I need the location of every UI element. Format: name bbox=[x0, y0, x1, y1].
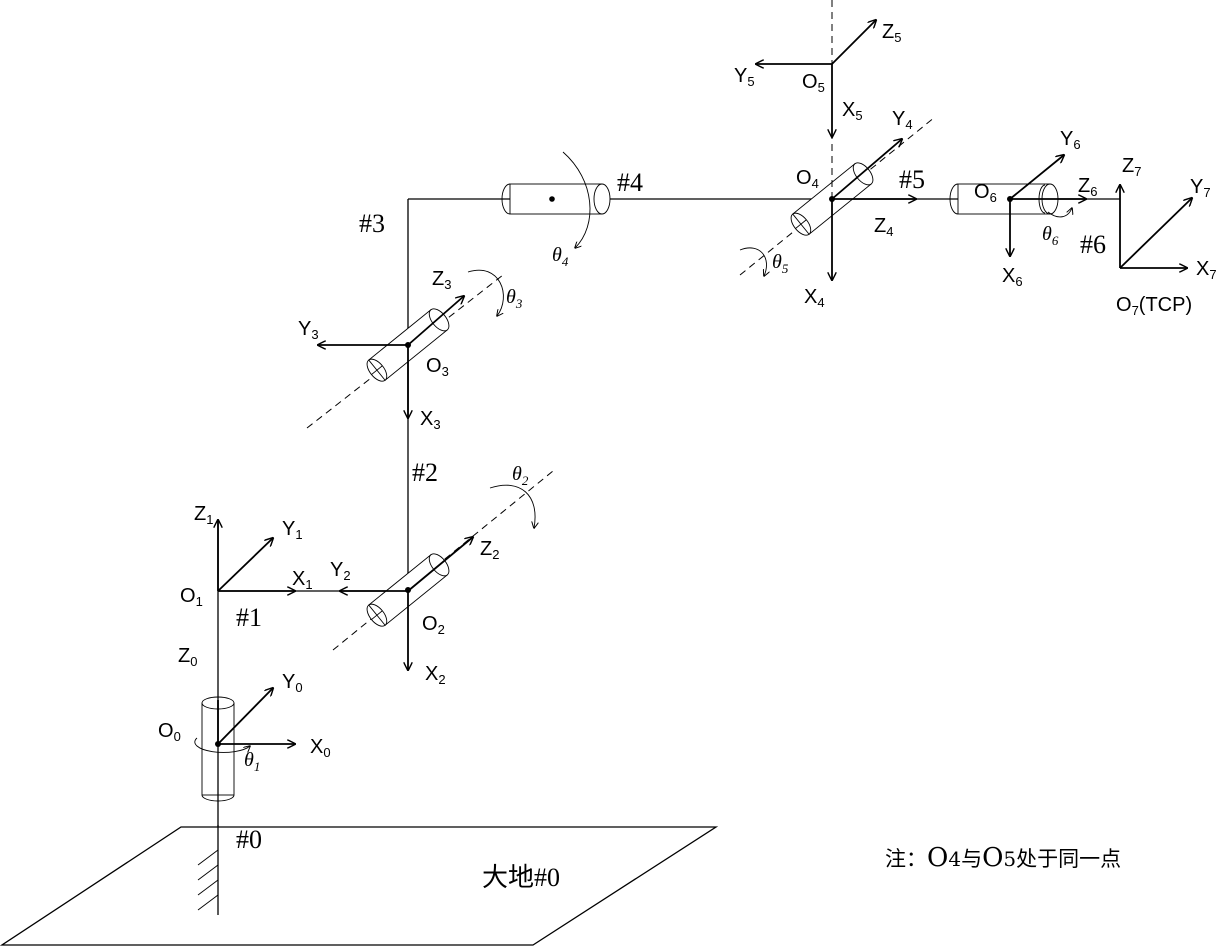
label-y0: Y0 bbox=[282, 671, 303, 695]
label-o2: O2 bbox=[422, 613, 445, 637]
coordinate-axes bbox=[215, 0, 1192, 747]
label-z2: Z2 bbox=[480, 538, 499, 562]
label-y1: Y1 bbox=[282, 518, 303, 542]
label-x4: X4 bbox=[804, 286, 825, 310]
joint-4-cylinder bbox=[501, 151, 611, 248]
link-0-label: #0 bbox=[236, 825, 262, 854]
label-y3: Y3 bbox=[298, 318, 319, 342]
label-o3: O3 bbox=[426, 355, 449, 379]
label-x1: X1 bbox=[292, 568, 313, 592]
label-z6: Z6 bbox=[1078, 175, 1097, 199]
label-z1: Z1 bbox=[194, 503, 213, 527]
theta-1: θ1 bbox=[244, 749, 260, 774]
theta-6: θ6 bbox=[1042, 223, 1059, 248]
robot-links bbox=[217, 198, 1120, 827]
label-x7: X7 bbox=[1196, 258, 1217, 282]
label-x3: X3 bbox=[420, 408, 441, 432]
link-labels: #0 #1 #2 #3 #4 #5 #6 大地#0 bbox=[236, 165, 1106, 892]
link-2-label: #2 bbox=[412, 458, 438, 487]
label-y4: Y4 bbox=[892, 108, 913, 132]
theta-4: θ4 bbox=[552, 244, 569, 269]
link-4-label: #4 bbox=[617, 168, 643, 197]
link-5-label: #5 bbox=[899, 165, 925, 194]
joint-1-cylinder bbox=[194, 696, 250, 802]
label-o5: O5 bbox=[802, 71, 825, 95]
joint-3-cylinder bbox=[306, 269, 504, 429]
joint-5-cylinder bbox=[739, 116, 936, 276]
joint-angle-labels: θ1 θ2 θ3 θ4 θ5 θ6 bbox=[244, 223, 1059, 774]
theta-5: θ5 bbox=[772, 251, 789, 276]
link-3-label: #3 bbox=[359, 209, 385, 238]
theta-2: θ2 bbox=[512, 463, 529, 488]
frame-labels: X0 Y0 Z0 O0 X1 Y1 Z1 O1 X2 Y2 Z2 O2 X3 Y… bbox=[158, 21, 1217, 760]
label-y5: Y5 bbox=[734, 65, 755, 89]
label-o0: O0 bbox=[158, 720, 181, 744]
label-o1: O1 bbox=[180, 585, 203, 609]
label-y2: Y2 bbox=[330, 559, 351, 583]
label-z3: Z3 bbox=[432, 268, 451, 292]
label-o6: O6 bbox=[974, 181, 997, 205]
link-6-label: #6 bbox=[1080, 230, 1106, 259]
label-z7: Z7 bbox=[1122, 155, 1141, 179]
theta-3: θ3 bbox=[506, 286, 523, 311]
label-x0: X0 bbox=[310, 736, 331, 760]
link-1-label: #1 bbox=[236, 603, 262, 632]
label-z4: Z4 bbox=[874, 215, 893, 239]
ground-plane bbox=[0, 825, 719, 946]
label-o7-tcp: O7(TCP) bbox=[1116, 294, 1192, 318]
label-x5: X5 bbox=[842, 99, 863, 123]
label-y7: Y7 bbox=[1190, 176, 1211, 200]
label-x6: X6 bbox=[1002, 265, 1023, 289]
footnote: 注：O4与O5处于同一点 bbox=[885, 843, 1121, 873]
label-x2: X2 bbox=[425, 663, 446, 687]
label-z5: Z5 bbox=[882, 21, 901, 45]
label-o4: O4 bbox=[796, 167, 819, 191]
label-z0: Z0 bbox=[178, 645, 197, 669]
label-y6: Y6 bbox=[1060, 128, 1081, 152]
ground-label: 大地#0 bbox=[482, 863, 560, 892]
